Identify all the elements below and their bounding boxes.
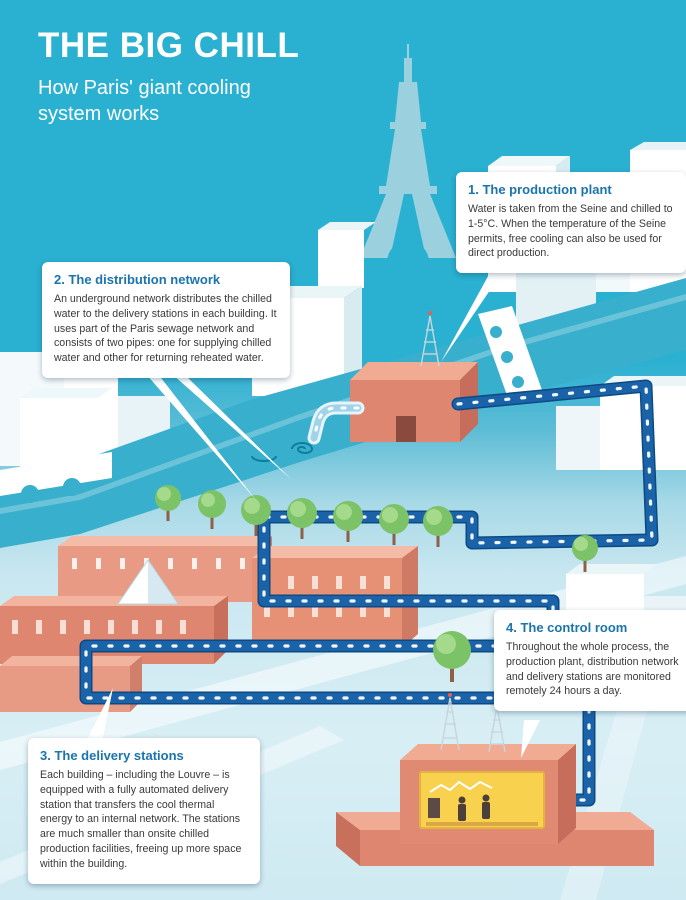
callout-heading: 1. The production plant [468, 182, 612, 197]
leader-line-control-room [521, 720, 540, 758]
page-subtitle: How Paris' giant cooling system works [38, 77, 251, 125]
control-room-window [419, 771, 545, 829]
transmission-tower-icon [488, 701, 506, 753]
callout-heading: 3. The delivery stations [40, 748, 184, 763]
tree [333, 501, 363, 542]
trees [155, 485, 598, 682]
callout-body: Each building – including the Louvre – i… [40, 769, 242, 870]
control-room-building [400, 744, 576, 844]
tree [379, 504, 409, 545]
operator-figures [428, 794, 490, 821]
callout-body: Throughout the whole process, the produc… [506, 641, 679, 698]
transmission-tower-icon [440, 693, 460, 751]
leader-line-distribution-a [146, 374, 256, 500]
callout-heading: 4. The control room [506, 620, 628, 635]
leader-line-production-plant [441, 258, 512, 362]
bridge-right [478, 306, 542, 398]
callout-production-plant: 1. The production plant Water is taken f… [456, 172, 686, 274]
tree [241, 495, 271, 536]
callout-control-room: 4. The control room Throughout the whole… [494, 610, 686, 712]
monitor-chart-icon [429, 780, 493, 793]
tree [287, 498, 317, 539]
water-swirl-icon [251, 442, 314, 462]
tree [433, 631, 471, 682]
header: THE BIG CHILL How Paris' giant cooling s… [38, 26, 299, 127]
callout-heading: 2. The distribution network [54, 272, 221, 287]
tree [155, 485, 181, 521]
page-title: THE BIG CHILL [38, 26, 300, 65]
radio-mast-icon [420, 311, 440, 367]
production-plant-building [350, 362, 478, 442]
callout-delivery-stations: 3. The delivery stations Each building –… [28, 738, 260, 884]
callout-body: An underground network distributes the c… [54, 293, 277, 365]
leader-line-delivery [86, 688, 113, 742]
tree [198, 490, 226, 529]
eiffel-tower-icon [360, 44, 456, 283]
callout-leader-lines [86, 258, 540, 758]
louvre-pyramid-icon [117, 559, 179, 605]
callout-body: Water is taken from the Seine and chille… [468, 203, 673, 260]
callout-distribution-network: 2. The distribution network An undergrou… [42, 262, 290, 379]
intake-pipe [307, 401, 365, 445]
tree [572, 535, 598, 572]
leader-line-distribution-b [172, 374, 292, 480]
tree [423, 506, 453, 547]
bridge-left [0, 452, 112, 503]
